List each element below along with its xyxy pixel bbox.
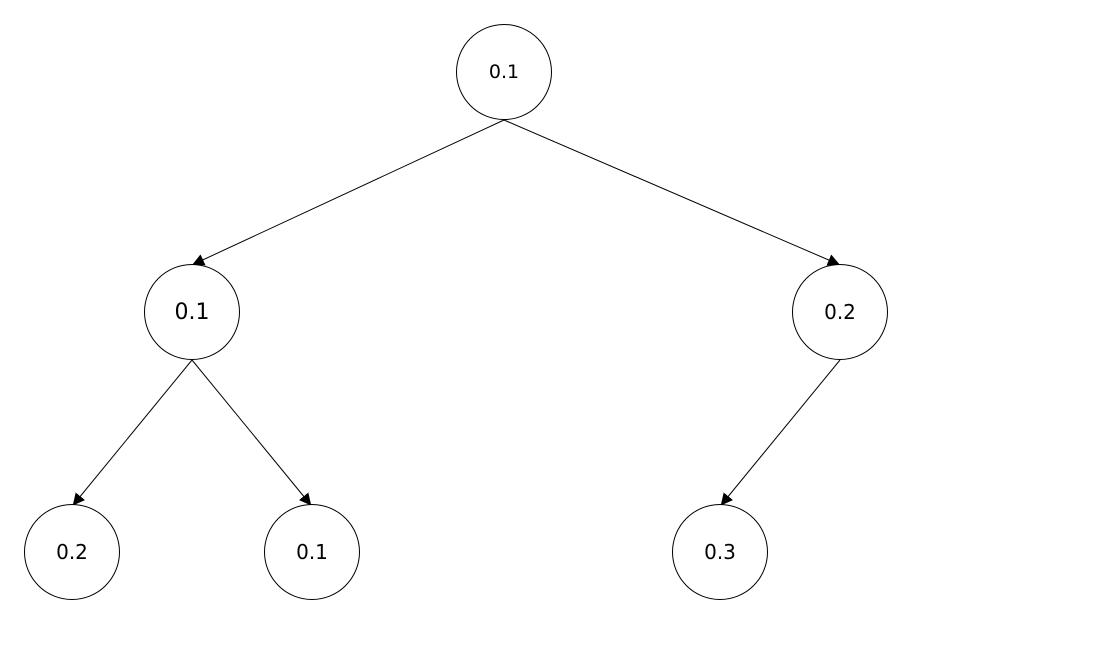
- node-value: 0.2: [824, 300, 856, 324]
- tree-node-left-left: 0.2: [24, 504, 120, 600]
- edge-left-to-left-right: [191, 359, 312, 506]
- edge-root-to-right: [503, 119, 840, 266]
- tree-node-right: 0.2: [792, 264, 888, 360]
- tree-node-root: 0.1: [456, 24, 552, 120]
- tree-node-right-left: 0.3: [672, 504, 768, 600]
- tree-node-left-right: 0.1: [264, 504, 360, 600]
- node-value: 0.1: [296, 540, 328, 564]
- node-value: 0.2: [56, 540, 88, 564]
- edge-root-to-left: [192, 119, 505, 266]
- node-value: 0.1: [488, 61, 520, 83]
- tree-node-left: 0.1: [144, 264, 240, 360]
- node-value: 0.3: [704, 540, 736, 564]
- edge-left-to-left-left: [72, 359, 193, 506]
- edge-right-to-right-left: [720, 359, 841, 506]
- node-value: 0.1: [174, 299, 210, 325]
